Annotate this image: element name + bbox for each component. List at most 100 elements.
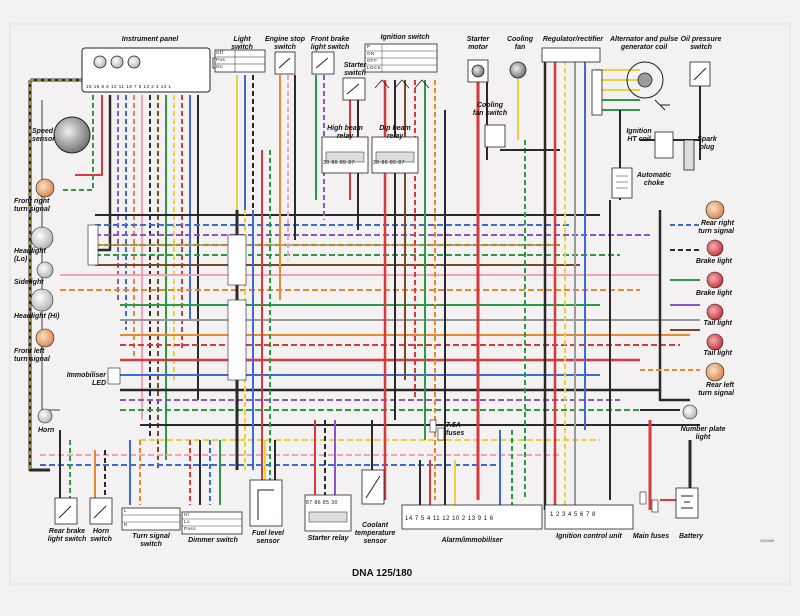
starter-switch (342, 77, 366, 101)
alarm-immobiliser (401, 504, 543, 530)
label-engine-stop-switch: Engine stop switch (264, 36, 306, 51)
label-brake-light-2: Brake light (695, 290, 732, 297)
ignition-row-on: ON (367, 51, 375, 56)
brake-light-2-bulb (706, 271, 724, 289)
high-beam-relay (321, 136, 369, 174)
label-ignition-control-unit: Ignition control unit (556, 533, 622, 540)
ignition-control-unit (544, 504, 634, 530)
light-switch-row-on: On (216, 64, 224, 69)
tail-light-2-bulb (706, 333, 724, 351)
turn-switch-row-l: L (124, 508, 128, 513)
label-fuses-7-5a: 7.5A fuses (446, 422, 465, 437)
label-immobiliser-led: Immobiliser LED (66, 372, 106, 387)
light-switch-row-pos: Pos (216, 57, 226, 62)
label-ignition-ht-coil: Ignition HT coil (626, 128, 652, 143)
icu-pin-numbers: 1 2 3 4 5 6 7 8 (550, 512, 596, 518)
battery-icon (675, 487, 699, 519)
label-instrument-panel: Instrument panel (121, 36, 179, 43)
harness-connector-upper (227, 234, 247, 286)
label-oil-pressure-switch: Oil pressure switch (680, 36, 722, 51)
dimmer-row-lo: Lo (184, 519, 191, 524)
label-cooling-fan: Cooling fan (506, 36, 534, 51)
label-rear-brake-light-switch: Rear brake light switch (47, 528, 87, 543)
starter-relay-pins: 87 86 85 30 (306, 500, 338, 506)
wire (95, 95, 112, 252)
harness-connector-lower (227, 299, 247, 381)
label-tail-light-1: Tail light (703, 320, 732, 327)
label-automatic-choke: Automatic choke (636, 172, 672, 187)
ignition-ht-coil (654, 131, 674, 159)
engine-stop-switch (274, 51, 296, 75)
label-dip-beam-relay: Dip beam relay (379, 125, 411, 140)
label-front-left-turn-signal: Front left turn signal (14, 348, 50, 363)
headlight-hi-bulb (30, 288, 54, 312)
cooling-fan (509, 61, 527, 79)
main-fuses (639, 491, 659, 513)
headlight-connector (87, 224, 99, 266)
turn-signal-switch (121, 507, 181, 531)
alarm-pin-numbers: 14 7 5 4 11 12 10 2 13 9 1 6 (405, 516, 494, 522)
label-regulator-rectifier: Regulator/rectifier (542, 36, 604, 43)
ignition-switch (364, 43, 438, 89)
wire (75, 95, 103, 176)
wire-harness (28, 60, 701, 510)
label-starter-relay: Starter relay (307, 535, 349, 542)
dip-beam-relay-pins: 30 86 85 87 (373, 160, 405, 166)
fuse-icon (429, 419, 445, 441)
label-front-right-turn-signal: Front right turn signal (14, 198, 50, 213)
brake-light-1-bulb (706, 239, 724, 257)
dimmer-row-pass: Pass (184, 526, 197, 531)
light-switch (214, 49, 266, 73)
turn-switch-row-r: R (124, 522, 128, 527)
ignition-row-lock: LOCK (367, 65, 382, 70)
diagram-title: DNA 125/180 (352, 568, 413, 579)
automatic-choke (611, 167, 633, 199)
tail-light-1-bulb (706, 303, 724, 321)
immobiliser-led-connector (107, 367, 121, 385)
horn-switch (89, 497, 113, 525)
label-ignition-switch: Ignition switch (380, 34, 430, 41)
speed-sensor (53, 116, 91, 154)
cooling-fan-switch (484, 124, 506, 148)
coolant-temperature-sensor (361, 469, 385, 505)
regulator-rectifier (541, 47, 603, 116)
rear-brake-light-switch (54, 497, 78, 525)
label-coolant-temperature-sensor: Coolant temperature sensor (354, 522, 396, 545)
label-number-plate-light: Number plate light (680, 426, 726, 441)
starter-motor (467, 59, 489, 83)
headlight-lo-bulb (30, 226, 54, 250)
page-frame (9, 23, 791, 585)
front-brake-light-switch (311, 51, 335, 75)
label-turn-signal-switch: Turn signal switch (132, 533, 170, 548)
rear-right-turn-signal-bulb (705, 200, 725, 220)
label-headlight-lo: Headlight (Lo) (14, 248, 46, 263)
front-right-turn-signal-bulb (35, 178, 55, 198)
label-horn-switch: Horn switch (90, 528, 112, 543)
reference-code: H32569 (760, 538, 775, 543)
label-headlight-hi: Headlight (Hi) (14, 313, 60, 320)
label-starter-switch: Starter switch (343, 62, 367, 77)
rear-left-turn-signal-bulb (705, 362, 725, 382)
horn-icon (37, 408, 53, 424)
light-switch-row-off: Off (216, 50, 224, 55)
label-sidelight: Sidelight (14, 279, 44, 286)
starter-relay (304, 494, 352, 532)
label-battery: Battery (678, 533, 704, 540)
label-spark-plug: Spark plug (697, 136, 717, 151)
label-fuel-level-sensor: Fuel level sensor (252, 530, 284, 545)
sidelight-bulb (36, 261, 54, 279)
label-speed-sensor: Speed sensor (32, 128, 55, 143)
dimmer-switch (181, 511, 243, 535)
front-left-turn-signal-bulb (35, 328, 55, 348)
dimmer-row-hi: Hi (184, 512, 190, 517)
label-starter-motor: Starter motor (466, 36, 490, 51)
label-alarm-immobiliser: Alarm/immobiliser (441, 537, 503, 544)
wire (60, 95, 94, 191)
oil-pressure-switch (689, 61, 711, 87)
label-cooling-fan-switch: Cooling fan switch (472, 102, 508, 117)
fuel-level-sensor (249, 479, 283, 527)
high-beam-relay-pins: 30 86 85 87 (323, 160, 355, 166)
number-plate-light-bulb (682, 404, 698, 420)
